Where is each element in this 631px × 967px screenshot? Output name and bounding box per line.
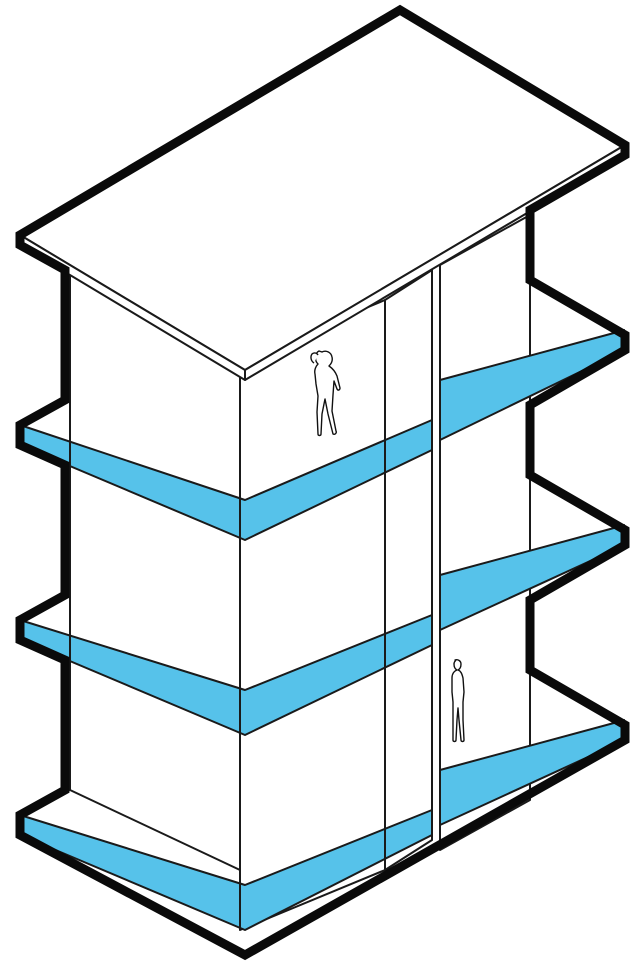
floor-slab-level-1: [19, 719, 626, 931]
roof: [19, 9, 626, 381]
person-figure-top: [310, 350, 341, 437]
building-outline: [15, 4, 630, 961]
person-figure-bottom: [451, 659, 465, 743]
interior-lines: [69, 260, 441, 930]
floor-slab-level-3: [19, 329, 626, 541]
floor-slabs: [19, 329, 626, 931]
